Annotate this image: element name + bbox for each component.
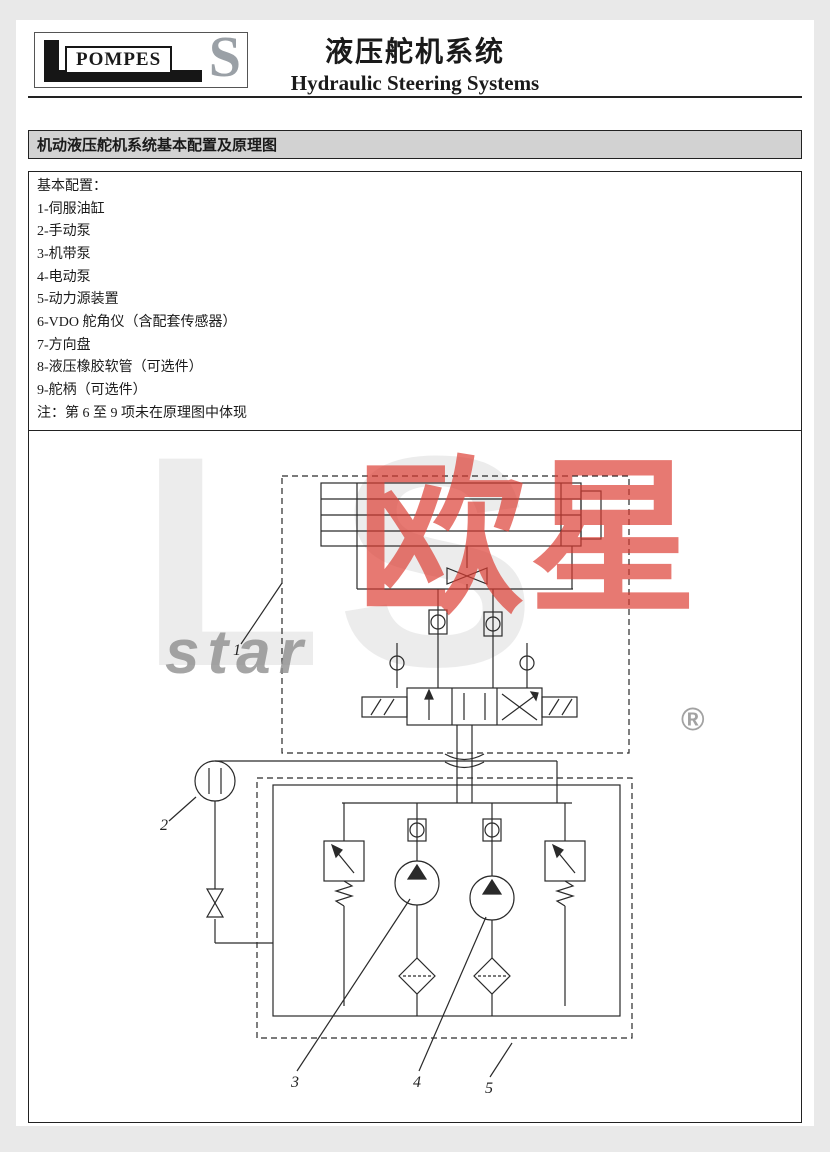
title-block: 液压舵机系统 Hydraulic Steering Systems — [28, 30, 802, 96]
relief-valve-left — [323, 803, 365, 1007]
diagram-area: LS — [29, 431, 801, 1127]
config-item-4: 4-电动泵 — [37, 269, 91, 285]
label-leaders — [168, 583, 513, 1078]
pipe-break-symbol — [444, 753, 485, 769]
suction-filter-left — [398, 905, 436, 1017]
suction-filter-right — [473, 920, 511, 1017]
diagram-label-5: 5 — [485, 1080, 493, 1097]
config-list: 基本配置： 1-伺服油缸 2-手动泵 3-机带泵 4-电动泵 5-动力源装置 6… — [29, 172, 801, 432]
config-item-5: 5-动力源装置 — [37, 292, 119, 308]
config-item-7: 7-方向盘 — [37, 337, 91, 353]
diagram-label-2: 2 — [160, 817, 168, 834]
bypass-valve-symbol — [357, 546, 573, 590]
config-item-1: 1-伺服油缸 — [37, 201, 105, 217]
electric-pump-symbol — [469, 875, 515, 921]
diagram-label-3: 3 — [290, 1074, 299, 1091]
company-logo: S POMPES — [34, 32, 248, 88]
config-item-3: 3-机带泵 — [37, 247, 91, 263]
relief-valve-right — [544, 803, 586, 1007]
section-title: 机动液压舵机系统基本配置及原理图 — [37, 138, 278, 154]
engine-pump-symbol — [394, 860, 440, 906]
pipes-to-power-unit — [456, 725, 473, 804]
shutoff-valve-symbol — [205, 888, 225, 918]
config-item-8: 8-液压橡胶软管（可选件） — [37, 360, 203, 376]
hand-pump-symbol — [194, 760, 558, 944]
page-title-cn: 液压舵机系统 — [324, 37, 505, 68]
config-item-9: 9-舵柄（可选件） — [37, 383, 147, 399]
content-box: 基本配置： 1-伺服油缸 2-手动泵 3-机带泵 4-电动泵 5-动力源装置 6… — [28, 171, 802, 1123]
servo-cylinder-block — [320, 482, 602, 590]
config-item-2: 2-手动泵 — [37, 224, 91, 240]
diagram-label-1: 1 — [233, 642, 241, 659]
check-valves-upper — [389, 589, 535, 689]
power-unit-boundary — [256, 777, 633, 1039]
config-heading: 基本配置： — [37, 179, 107, 194]
pump-check-valves — [407, 803, 502, 877]
tank-outline — [272, 784, 621, 1017]
section-title-bar: 机动液压舵机系统基本配置及原理图 — [28, 130, 802, 159]
steering-unit-boundary — [281, 475, 630, 754]
logo-text: POMPES — [65, 46, 173, 74]
header: S POMPES 液压舵机系统 Hydraulic Steering Syste… — [28, 28, 802, 98]
logo-s-mark: S — [208, 32, 241, 88]
config-item-6: 6-VDO 舵角仪（含配套传感器） — [37, 315, 237, 331]
sheet: S POMPES 液压舵机系统 Hydraulic Steering Syste… — [16, 20, 814, 1126]
page-title-en: Hydraulic Steering Systems — [290, 71, 540, 95]
hydraulic-schematic: 1 2 3 4 5 — [160, 475, 633, 1097]
directional-control-valve — [361, 687, 578, 726]
config-note: 注：第 6 至 9 项未在原理图中体现 — [37, 405, 247, 421]
diagram-label-4: 4 — [413, 1074, 421, 1091]
